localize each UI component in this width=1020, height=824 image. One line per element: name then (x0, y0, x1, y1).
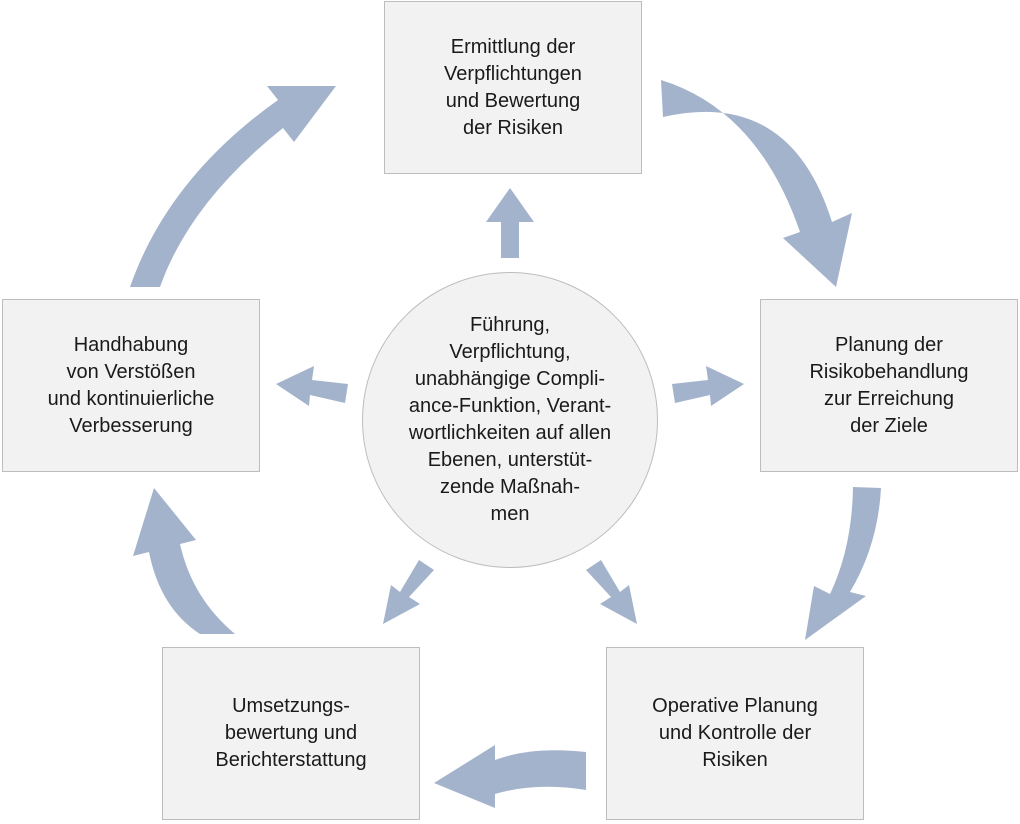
step-label: Planung der Risikobehandlung zur Erreich… (809, 333, 969, 437)
cycle-arrow-top-right (661, 80, 852, 287)
center-arrow-down-right (586, 560, 637, 624)
step-label: Handhabung von Verstößen und kontinuierl… (47, 333, 215, 437)
step-box-improvement: Handhabung von Verstößen und kontinuierl… (2, 299, 260, 472)
center-arrow-left (276, 366, 348, 406)
center-arrow-right (672, 366, 744, 406)
cycle-arrow-bottom (434, 745, 586, 808)
step-label: Operative Planung und Kontrolle der Risi… (652, 695, 818, 771)
step-label: Ermittlung der Verpflichtungen und Bewer… (444, 35, 582, 139)
center-label: Führung, Verpflichtung, unabhängige Comp… (408, 314, 612, 525)
cycle-arrow-right (805, 487, 881, 640)
center-arrow-up (486, 188, 534, 258)
step-box-operational-planning: Operative Planung und Kontrolle der Risi… (606, 647, 864, 820)
step-label: Umsetzungs- bewertung und Berichterstatt… (215, 695, 367, 771)
cycle-arrow-bottom-left (133, 488, 235, 634)
center-arrow-down-left (383, 560, 434, 624)
step-box-risk-assessment: Ermittlung der Verpflichtungen und Bewer… (384, 1, 642, 174)
step-box-evaluation-reporting: Umsetzungs- bewertung und Berichterstatt… (162, 647, 420, 820)
step-box-risk-treatment-planning: Planung der Risikobehandlung zur Erreich… (760, 299, 1018, 472)
center-circle-leadership: Führung, Verpflichtung, unabhängige Comp… (362, 272, 658, 568)
cycle-arrow-top-left (130, 86, 336, 287)
